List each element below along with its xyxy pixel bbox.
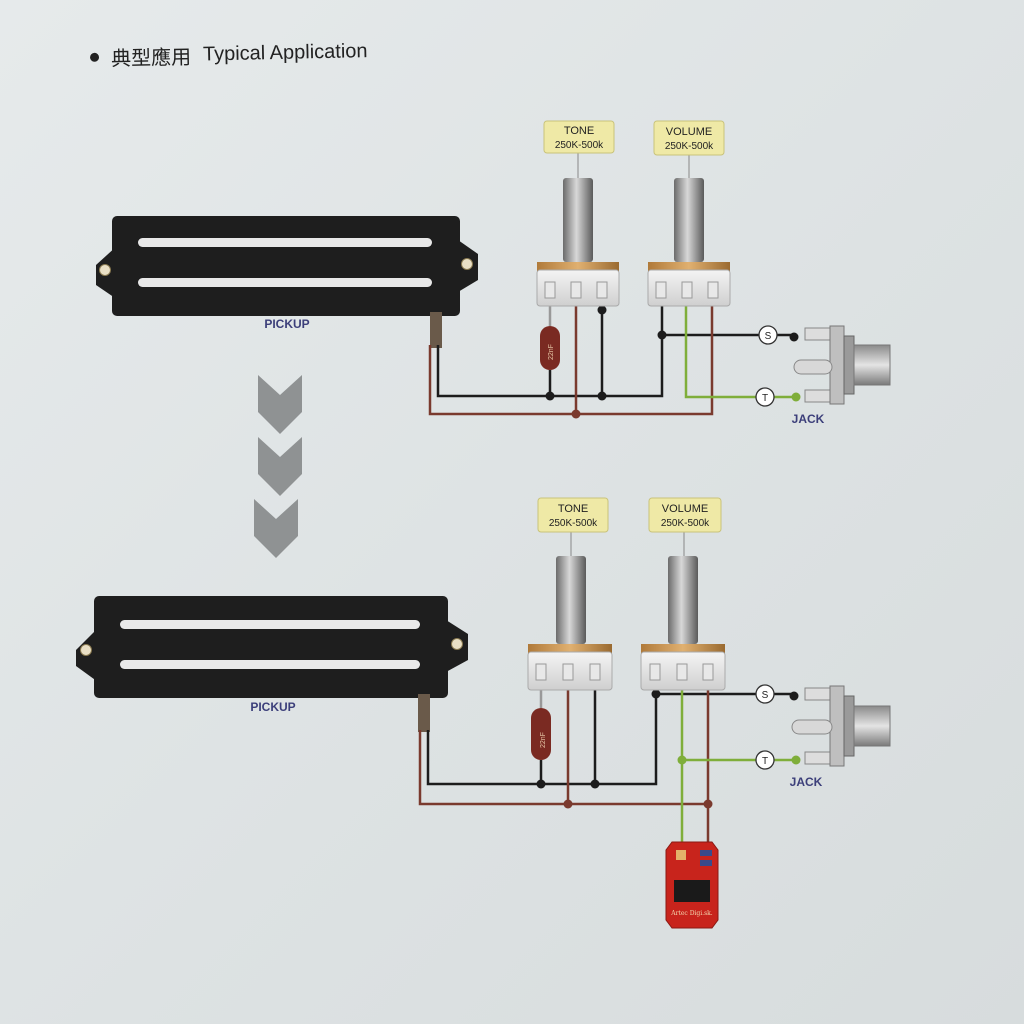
capacitor-label: 22nF [548, 344, 555, 360]
down-chevron-arrows [254, 375, 302, 558]
capacitor-1: 22nF [540, 326, 560, 370]
wires-1 [428, 291, 796, 416]
jack-1: JACK [792, 325, 891, 426]
pickup-1: PICKUP [96, 216, 478, 348]
sleeve-terminal: S [765, 331, 772, 342]
volume-name: VOLUME [666, 126, 712, 138]
module-text: Artec Digi.sk. [670, 910, 713, 917]
terminal-markers-2: S T [755, 684, 775, 770]
wires-2 [418, 672, 796, 850]
tone-pot-2: TONE 250K-500k [527, 497, 613, 691]
volume-name: VOLUME [662, 503, 708, 515]
jack-label: JACK [792, 412, 825, 426]
preamp-module: Artec Digi.sk. [665, 841, 719, 929]
pickup-label: PICKUP [264, 317, 309, 331]
pickup-label: PICKUP [250, 700, 295, 714]
jack-2: JACK [790, 685, 891, 789]
diagram-2: PICKUP 22nF [76, 497, 891, 929]
terminal-markers-1: S T [755, 325, 778, 407]
junction-dots-2 [536, 689, 801, 809]
volume-pot-2: VOLUME 250K-500k [640, 497, 726, 691]
jack-label: JACK [790, 775, 823, 789]
tone-name: TONE [564, 125, 594, 137]
volume-value: 250K-500k [665, 141, 714, 152]
capacitor-label: 22nF [540, 732, 547, 748]
tone-value: 250K-500k [555, 140, 604, 151]
sleeve-terminal: S [762, 690, 769, 701]
diagram-1: PICKUP 22nF [96, 120, 891, 426]
tone-pot-1: TONE 250K-500k [536, 120, 620, 307]
tone-value: 250K-500k [549, 518, 598, 529]
tone-name: TONE [558, 503, 588, 515]
capacitor-2: 22nF [531, 708, 551, 760]
tip-terminal: T [762, 393, 768, 404]
pickup-2: PICKUP [76, 596, 468, 732]
volume-value: 250K-500k [661, 518, 710, 529]
volume-pot-1: VOLUME 250K-500k [647, 120, 731, 307]
junction-dots-1 [545, 305, 801, 419]
tip-terminal: T [762, 756, 768, 767]
